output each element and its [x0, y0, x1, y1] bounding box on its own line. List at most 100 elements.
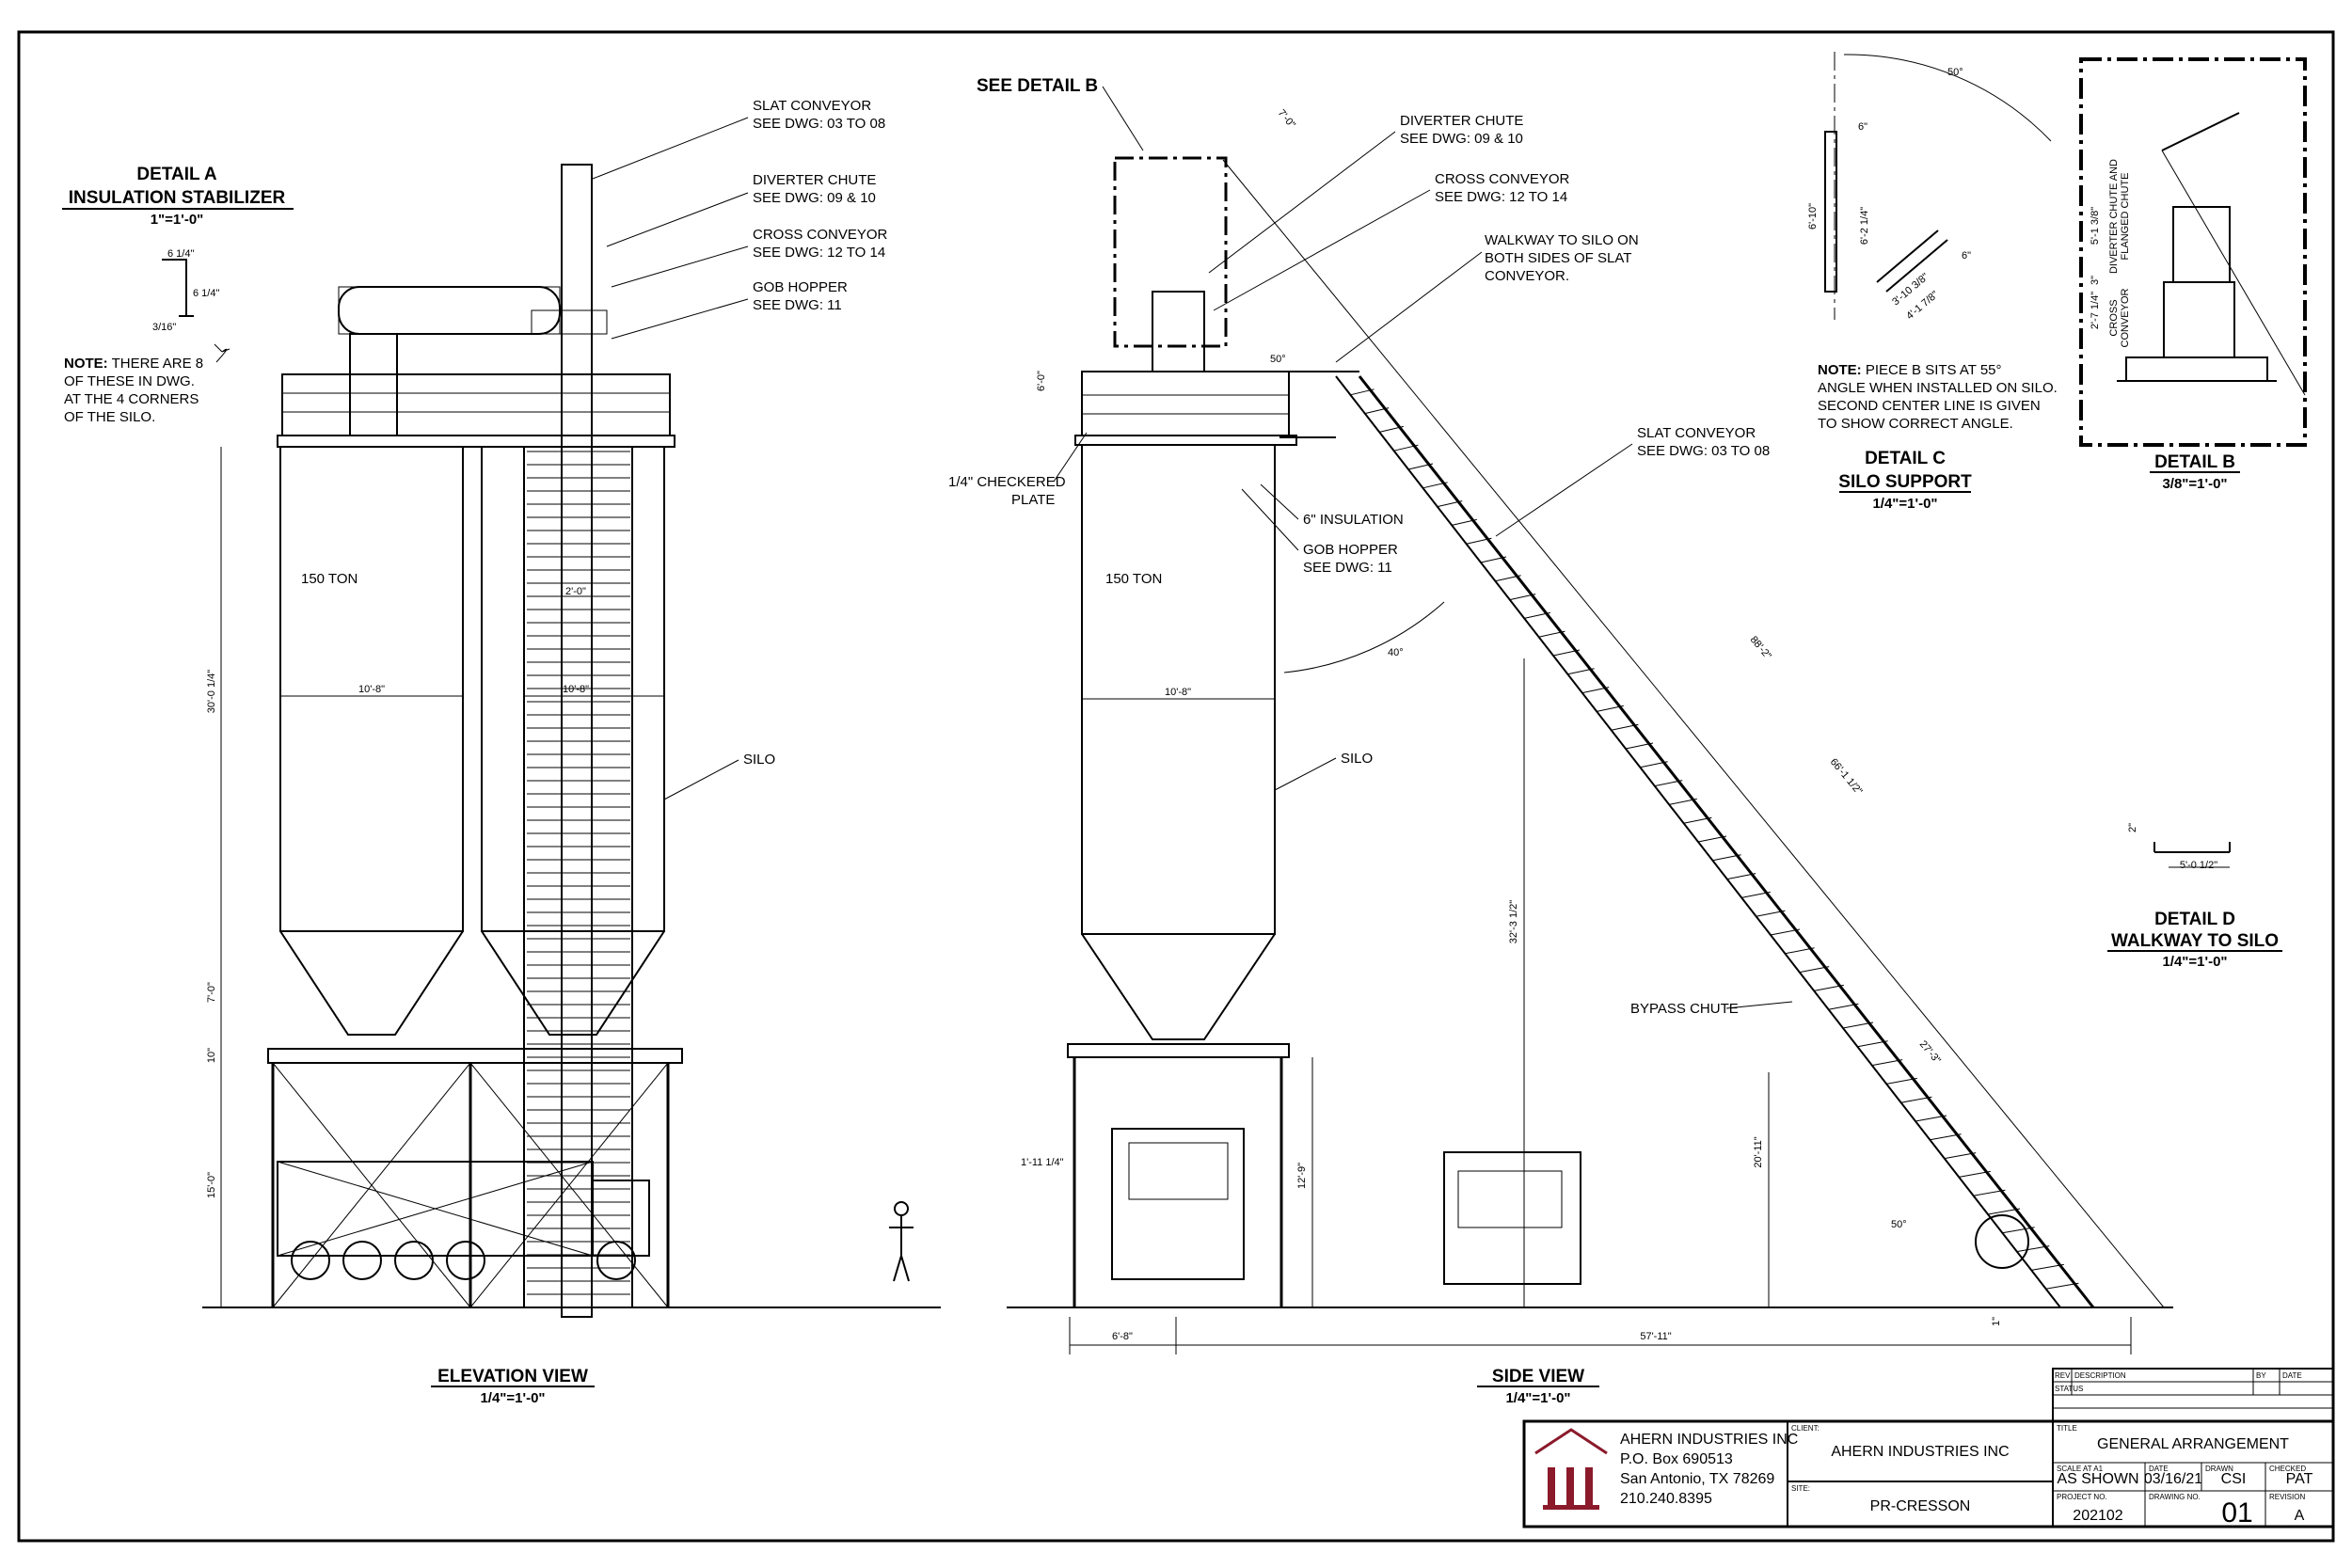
walkway-rung	[1799, 966, 1830, 974]
walkway-rung	[1567, 668, 1595, 675]
detail-c-dim-6a: 6"	[1858, 121, 1867, 133]
side-dim-1-11: 1'-11 1/4"	[1021, 1157, 1064, 1168]
elevation-scale: 1/4"=1'-0"	[480, 1390, 545, 1406]
elev-dim-2ft: 2'-0"	[565, 586, 586, 597]
detail-b-cross-1: CROSS	[2108, 299, 2120, 336]
walkway-rung	[1726, 873, 1756, 880]
detail-c-subtitle: SILO SUPPORT	[1838, 472, 1972, 492]
project-label: PROJECT NO.	[2057, 1493, 2107, 1501]
walkway-rung	[1350, 388, 1375, 396]
side-dim-20: 20'-11"	[1753, 1136, 1764, 1167]
elev-ton-label: 150 TON	[301, 571, 358, 587]
detail-c-note-4: TO SHOW CORRECT ANGLE.	[1818, 416, 2013, 432]
side-checkered-1: 1/4" CHECKERED	[948, 474, 1066, 490]
walkway-rung	[1669, 798, 1697, 805]
detail-c: 50° 6" 6'-10" 6'-2 1/4" 3'-10 3/8" 4'-1 …	[1807, 52, 2058, 512]
detail-c-dim-62: 6'-2 1/4"	[1859, 207, 1870, 245]
truck-front	[1111, 1128, 1245, 1280]
walkway-rung	[1509, 594, 1536, 601]
company-address-1: P.O. Box 690513	[1620, 1451, 1733, 1467]
side-dim-32: 32'-3 1/2"	[1508, 900, 1519, 943]
detail-b: 5'-1 3/8" 2'-7 1/4" 3" DIVERTER CHUTE AN…	[2079, 57, 2307, 492]
detail-a-note-4: OF THE SILO.	[64, 409, 155, 425]
walkway-rung	[1597, 705, 1624, 712]
walkway-rung	[2016, 1245, 2050, 1253]
detail-b-dim-5: 5'-1 3/8"	[2090, 207, 2101, 245]
detail-a-note-3: AT THE 4 CORNERS	[64, 391, 199, 407]
walkway-rung	[1871, 1059, 1903, 1067]
walkway-rung	[1814, 984, 1844, 991]
detail-a-dim-2: 6 1/4"	[193, 288, 219, 299]
callout-slat-1: SLAT CONVEYOR	[753, 98, 871, 114]
detail-a-scale: 1"=1'-0"	[151, 212, 204, 228]
detail-b-div-1: DIVERTER CHUTE AND	[2108, 159, 2120, 274]
rev-label: REV	[2055, 1371, 2071, 1380]
walkway-rung	[1654, 780, 1683, 787]
detail-a-dim-1: 6 1/4"	[167, 248, 194, 260]
svg-text:NOTE: PIECE B SITS AT 55°: NOTE: PIECE B SITS AT 55°	[1818, 362, 2002, 378]
detail-a-note-2: OF THESE IN DWG.	[64, 373, 195, 389]
walkway-rung	[1987, 1208, 2021, 1215]
scale-value: AS SHOWN	[2057, 1471, 2138, 1487]
drawn-value: CSI	[2221, 1471, 2247, 1487]
detail-a-subtitle: INSULATION STABILIZER	[69, 188, 286, 208]
detail-d-subtitle: WALKWAY TO SILO	[2111, 931, 2279, 951]
side-walk-3: CONVEYOR.	[1485, 268, 1569, 284]
walkway-rung	[1480, 556, 1507, 563]
side-scale: 1/4"=1'-0"	[1505, 1390, 1570, 1406]
walkway-rung	[1466, 537, 1492, 545]
walkway-rung	[1552, 649, 1581, 657]
slat-conveyor-column	[523, 446, 633, 1308]
by-label: BY	[2256, 1371, 2266, 1380]
walkway-rung	[1900, 1096, 1932, 1103]
drawing-label: DRAWING NO.	[2149, 1493, 2201, 1501]
site-label: SITE:	[1791, 1484, 1810, 1493]
side-walk-1: WALKWAY TO SILO ON	[1485, 232, 1639, 248]
walkway-rung	[1407, 463, 1434, 470]
walkway-rung	[1756, 910, 1786, 917]
detail-a-note-1: THERE ARE 8	[108, 356, 203, 372]
walkway-rung	[1915, 1115, 1947, 1122]
side-view: SEE DETAIL B 40° 50° 50° 88'-	[948, 76, 2173, 1406]
callout-slat-2: SEE DWG: 03 TO 08	[753, 116, 885, 132]
walkway-rung	[1857, 1040, 1888, 1048]
side-dim-width: 10'-8"	[1165, 687, 1191, 698]
walkway-rung	[1611, 723, 1639, 731]
elev-dim-width-1: 10'-8"	[358, 684, 385, 695]
walkway-rung	[1770, 928, 1801, 936]
detail-b-title: DETAIL B	[2154, 452, 2235, 472]
side-dim-40: 40°	[1388, 647, 1404, 658]
callout-cross-2: SEE DWG: 12 TO 14	[753, 245, 885, 261]
detail-c-title: DETAIL C	[1865, 449, 1946, 468]
title-block: REV DESCRIPTION BY DATE STATUS AHERN IND…	[1522, 1368, 2335, 1528]
checked-value: PAT	[2286, 1471, 2313, 1487]
walkway-rung	[1944, 1152, 1977, 1160]
walkway-rung	[1785, 947, 1815, 955]
client-label: CLIENT:	[1791, 1424, 1820, 1433]
walkway-rung	[1640, 761, 1668, 768]
person-icon	[889, 1201, 914, 1282]
detail-c-scale: 1/4"=1'-0"	[1872, 496, 1937, 512]
drive-pulley-icon	[1975, 1214, 2029, 1269]
callout-diverter-1: DIVERTER CHUTE	[753, 172, 876, 188]
elevation-title: ELEVATION VIEW	[437, 1367, 588, 1386]
walkway-rung	[2045, 1282, 2079, 1290]
callout-gob-1: GOB HOPPER	[753, 279, 848, 295]
side-dim-6-8: 6'-8"	[1112, 1331, 1133, 1342]
callout-gob-2: SEE DWG: 11	[753, 297, 842, 313]
elev-dim-height: 30'-0 1/4"	[206, 670, 217, 713]
drawn-label: DRAWN	[2205, 1465, 2233, 1473]
detail-b-scale: 3/8"=1'-0"	[2162, 476, 2227, 492]
scale-label: SCALE AT A1	[2057, 1465, 2104, 1473]
revision-label: REVISION	[2269, 1493, 2305, 1501]
arrow-icon	[214, 343, 230, 363]
walkway-rung	[1364, 407, 1390, 415]
stabilizer-bracket	[162, 259, 194, 317]
company-phone: 210.240.8395	[1620, 1491, 1712, 1507]
sheet-border	[17, 30, 2335, 1543]
detail-c-note-1: PIECE B SITS AT 55°	[1862, 362, 2002, 378]
side-slat-1: SLAT CONVEYOR	[1637, 425, 1756, 441]
elevation-view: 30'-0 1/4" 10'-8" 10'-8" 2'-0" 150 TON 7…	[202, 98, 941, 1406]
svg-text:NOTE: THERE ARE 8: NOTE: THERE ARE 8	[64, 356, 203, 372]
side-diverter-1: DIVERTER CHUTE	[1400, 113, 1523, 129]
